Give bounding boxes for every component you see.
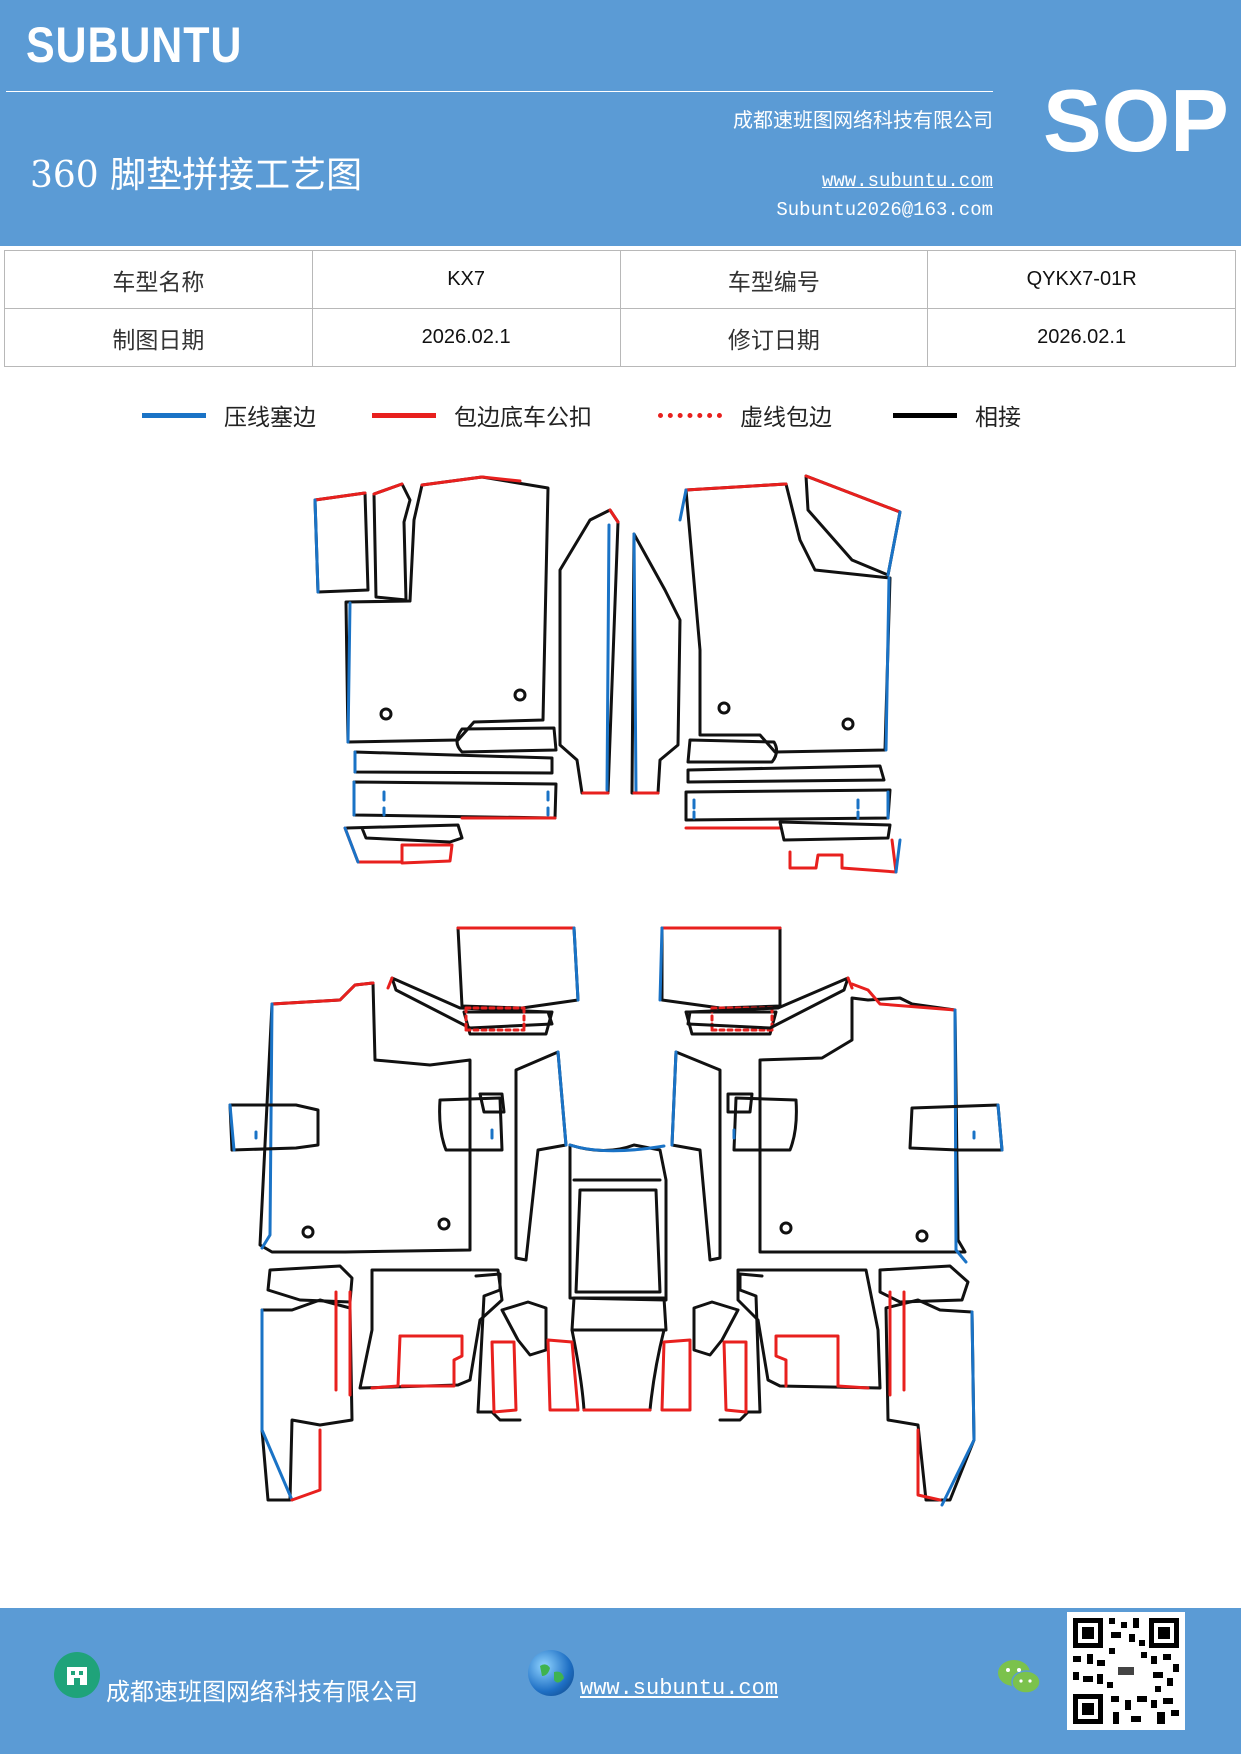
legend-swatch-red-dotted [658,412,722,418]
header-company-name: 成都速班图网络科技有限公司 [733,108,993,132]
front-left-strip [558,508,620,795]
rear-right-console [658,926,854,1262]
model-name-label: 车型名称 [4,250,313,309]
footer-banner: 成都速班图网络科技有限公司 www.subuntu.com [0,1608,1241,1754]
front-right-mat [678,474,902,874]
line-legend: 压线塞边 包边底车公扣 虚线包边 相接 [0,398,1241,438]
header-website-link[interactable]: www.subuntu.com [821,170,993,192]
drawing-date-value: 2026.02.1 [311,308,621,367]
header-divider [6,91,993,92]
rear-left-lower-pieces [260,1264,580,1502]
footer-company-name: 成都速班图网络科技有限公司 [106,1678,418,1706]
header-email: Subuntu2026@163.com [776,199,993,221]
legend-label: 虚线包边 [740,405,832,431]
legend-label: 包边底车公扣 [454,405,592,431]
floor-mat-diagram [228,474,1004,1507]
table-row: 制图日期 2026.02.1 修订日期 2026.02.1 [4,308,1236,367]
vehicle-info-table: 车型名称 KX7 车型编号 QYKX7-01R 制图日期 2026.02.1 修… [4,250,1236,367]
revision-date-value: 2026.02.1 [927,308,1236,367]
legend-item-blue: 压线塞边 [142,398,316,432]
legend-swatch-blue [142,412,206,418]
drawing-date-label: 制图日期 [4,308,313,367]
front-left-mat [313,475,558,865]
building-icon [54,1652,100,1698]
document-title: 360 脚垫拼接工艺图 [30,155,363,196]
legend-label: 压线塞边 [224,405,316,431]
legend-item-red: 包边底车公扣 [372,398,592,432]
footer-website-link[interactable]: www.subuntu.com [580,1676,779,1701]
center-tunnel-mat [568,1143,668,1412]
rear-right-lower-pieces [660,1264,976,1507]
front-right-strip [630,532,682,795]
rear-left-console [386,926,580,1262]
globe-icon [528,1650,574,1696]
model-code-value: QYKX7-01R [927,250,1236,309]
table-row: 车型名称 KX7 车型编号 QYKX7-01R [4,250,1236,309]
legend-item-black: 相接 [893,398,1021,432]
wechat-icon [996,1658,1042,1698]
rear-left-mat [228,981,472,1254]
model-code-label: 车型编号 [619,250,929,309]
legend-swatch-black [893,412,957,418]
revision-date-label: 修订日期 [619,308,929,367]
qr-code[interactable] [1067,1612,1185,1730]
model-name-value: KX7 [311,250,621,309]
legend-item-red-dotted: 虚线包边 [658,398,832,432]
legend-swatch-red [372,412,436,418]
rear-right-mat [758,982,1004,1264]
brand-logo: SUBUNTU [26,17,243,73]
legend-label: 相接 [975,405,1021,431]
sop-label: SOP [1043,71,1229,170]
header-banner: SUBUNTU 成都速班图网络科技有限公司 360 脚垫拼接工艺图 www.su… [0,0,1241,246]
